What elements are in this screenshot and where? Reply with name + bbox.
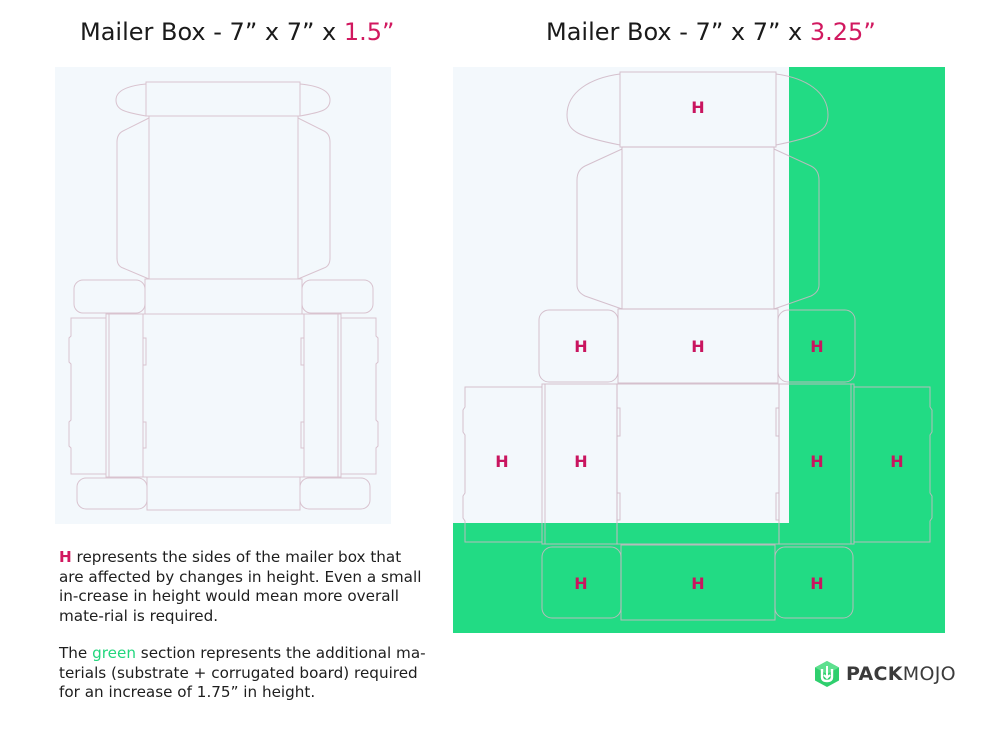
h-marker-front-center: H [691,574,704,593]
additional-material-region [453,67,945,633]
h-marker-back-right: H [810,337,823,356]
right-dieline: H H H H H H H H H H H [453,67,945,633]
right-title-text: Mailer Box - 7” x 7” x [546,18,810,46]
h-marker-outer-left: H [495,452,508,471]
h-marker-top-flap: H [691,98,704,117]
h-marker-front-left: H [574,574,587,593]
left-diagram-title: Mailer Box - 7” x 7” x 1.5” [80,18,394,46]
green-explanation-prefix: The [59,644,93,662]
h-marker-back-center: H [691,337,704,356]
right-title-height: 3.25” [809,18,876,46]
wordmark-mojo: MOJO [902,663,956,685]
height-markers: H H H H H H H H H H H [495,98,903,593]
green-explanation-text: section represents the additional ma-ter… [59,644,426,701]
green-legend-word: green [92,644,136,662]
green-explanation: The green section represents the additio… [59,644,429,703]
height-explanation: H represents the sides of the mailer box… [59,548,429,626]
left-title-height: 1.5” [343,18,395,46]
height-explanation-text: represents the sides of the mailer box t… [59,548,422,625]
left-title-text: Mailer Box - 7” x 7” x [80,18,344,46]
h-marker-legend: H [59,548,72,566]
left-panel-background [55,67,391,524]
h-marker-back-left: H [574,337,587,356]
packmojo-logo: PACKMOJO [814,660,956,688]
right-diagram-title: Mailer Box - 7” x 7” x 3.25” [546,18,876,46]
h-marker-outer-right: H [890,452,903,471]
h-marker-side-left: H [574,452,587,471]
h-marker-front-right: H [810,574,823,593]
left-dieline [55,67,391,524]
h-marker-side-right: H [810,452,823,471]
packmojo-hexagon-icon [815,661,839,687]
packmojo-wordmark: PACKMOJO [846,663,956,685]
wordmark-pack: PACK [846,663,903,685]
